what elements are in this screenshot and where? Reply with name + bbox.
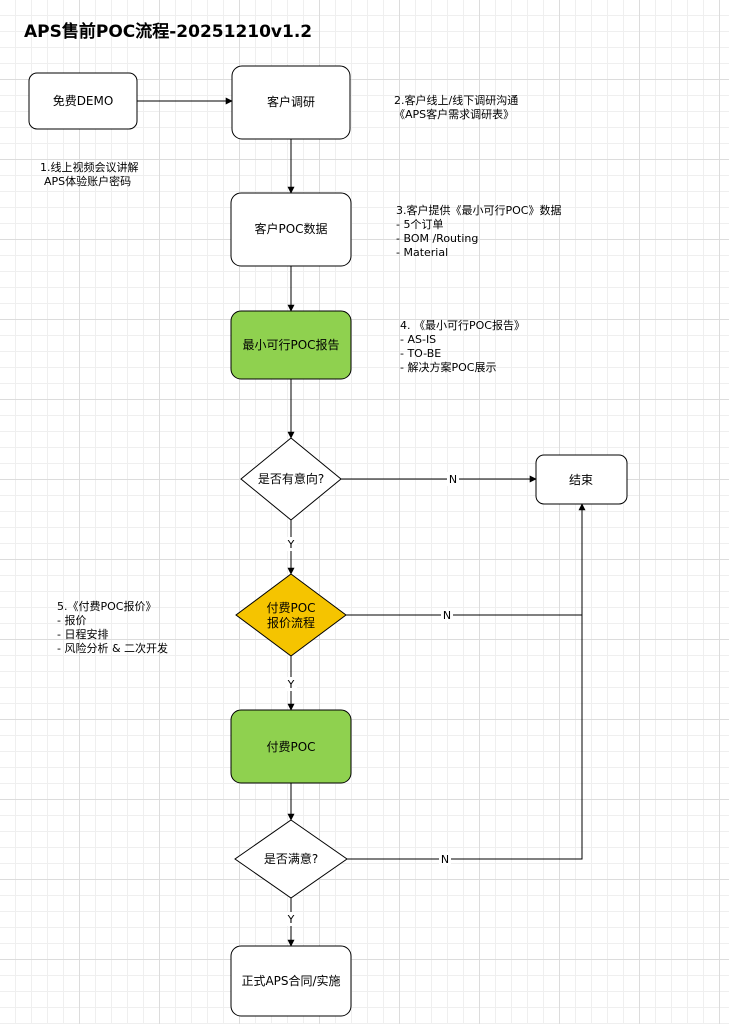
edge-satisfied-to-end [347, 615, 583, 860]
note-3: 3.客户提供《最小可行POC》数据 - 5个订单 - BOM /Routing … [396, 203, 561, 259]
node-poc-data-label: 客户POC数据 [254, 221, 327, 236]
svg-text:3.客户提供《最小可行POC》数据: 3.客户提供《最小可行POC》数据 [396, 203, 561, 217]
node-contract-label: 正式APS合同/实施 [241, 973, 340, 988]
svg-text:- 报价: - 报价 [57, 613, 86, 627]
node-decision-satisfied-label: 是否满意? [264, 851, 318, 866]
svg-text:- 风险分析 & 二次开发: - 风险分析 & 二次开发 [57, 641, 168, 655]
node-paid-poc-label: 付费POC [266, 740, 315, 754]
svg-text:- BOM /Routing: - BOM /Routing [396, 232, 478, 245]
node-research[interactable]: 客户调研 [231, 65, 351, 140]
edge-label-quote-no: N [443, 609, 451, 622]
svg-text:5.《付费POC报价》: 5.《付费POC报价》 [57, 599, 156, 613]
node-mvp-report[interactable]: 最小可行POC报告 [230, 310, 352, 380]
note-1: 1.线上视频会议讲解 APS体验账户密码 [40, 160, 139, 188]
node-end[interactable]: 结束 [535, 454, 628, 505]
note-2: 2.客户线上/线下调研沟通 《APS客户需求调研表》 [394, 93, 518, 121]
node-demo-label: 免费DEMO [53, 93, 114, 108]
svg-text:4. 《最小可行POC报告》: 4. 《最小可行POC报告》 [400, 318, 525, 332]
page-title: APS售前POC流程-20251210v1.2 [24, 21, 312, 42]
svg-text:- 5个订单: - 5个订单 [396, 218, 443, 231]
node-research-label: 客户调研 [267, 94, 315, 109]
node-paid-quote-label-2: 报价流程 [267, 615, 315, 630]
svg-text:- Material: - Material [396, 246, 448, 259]
svg-text:1.线上视频会议讲解: 1.线上视频会议讲解 [40, 160, 139, 174]
edge-label-intent-yes: Y [287, 538, 295, 551]
edge-labels: N Y N Y N Y [285, 472, 459, 926]
edge-label-satisfied-no: N [441, 853, 449, 866]
note-5: 5.《付费POC报价》 - 报价 - 日程安排 - 风险分析 & 二次开发 [57, 599, 168, 655]
edge-label-intent-no: N [449, 473, 457, 486]
node-demo[interactable]: 免费DEMO [28, 72, 138, 130]
node-paid-quote[interactable]: 付费POC 报价流程 [235, 573, 347, 657]
svg-text:- AS-IS: - AS-IS [400, 333, 436, 346]
note-4: 4. 《最小可行POC报告》 - AS-IS - TO-BE - 解决方案POC… [400, 318, 525, 374]
edge-quote-to-end [346, 503, 586, 616]
node-contract[interactable]: 正式APS合同/实施 [230, 945, 352, 1017]
node-decision-intent-label: 是否有意向? [258, 471, 324, 486]
node-poc-data[interactable]: 客户POC数据 [230, 192, 352, 267]
node-mvp-report-label: 最小可行POC报告 [242, 337, 339, 352]
svg-text:《APS客户需求调研表》: 《APS客户需求调研表》 [394, 107, 514, 121]
node-end-label: 结束 [569, 473, 593, 487]
node-paid-poc[interactable]: 付费POC [230, 709, 352, 784]
edge-label-satisfied-yes: Y [287, 913, 295, 926]
node-paid-quote-label-1: 付费POC [266, 601, 315, 615]
svg-text:- TO-BE: - TO-BE [400, 347, 441, 360]
svg-text:- 日程安排: - 日程安排 [57, 627, 108, 641]
edges [137, 97, 586, 947]
svg-text:2.客户线上/线下调研沟通: 2.客户线上/线下调研沟通 [394, 93, 518, 107]
node-decision-satisfied[interactable]: 是否满意? [234, 819, 348, 899]
svg-text:- 解决方案POC展示: - 解决方案POC展示 [400, 360, 496, 374]
node-decision-intent[interactable]: 是否有意向? [240, 437, 342, 521]
svg-text:APS体验账户密码: APS体验账户密码 [44, 174, 131, 188]
edge-label-quote-yes: Y [287, 678, 295, 691]
